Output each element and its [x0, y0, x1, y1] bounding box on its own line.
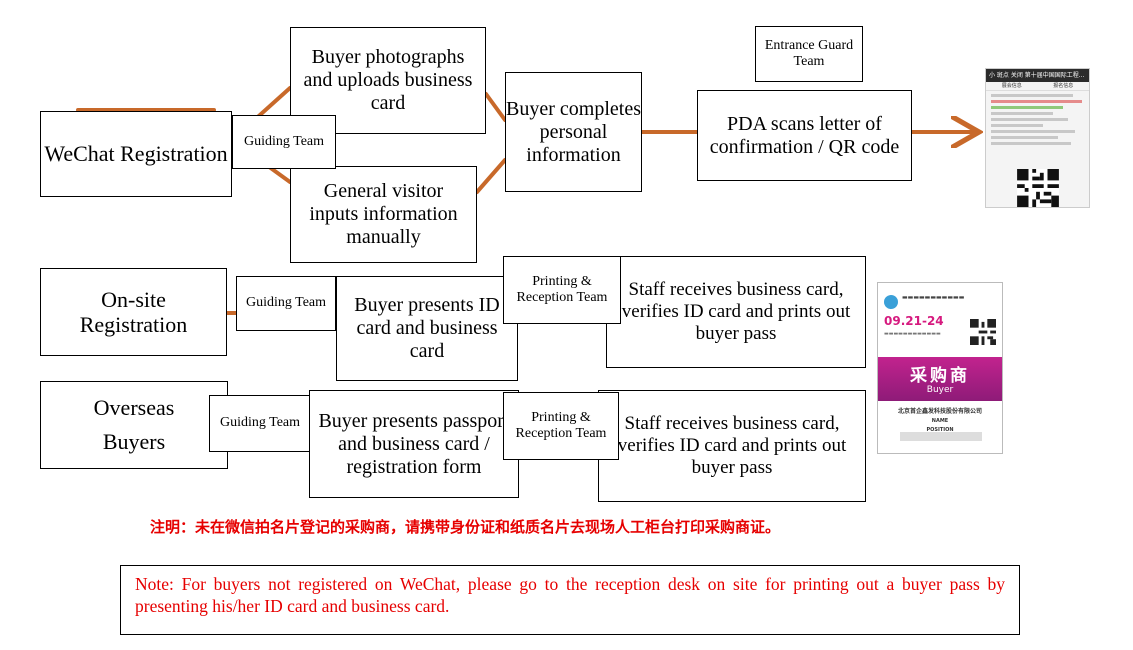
wechat-guiding-team-box: Guiding Team [232, 115, 336, 169]
expo-logo-icon [884, 295, 898, 309]
badge-footer-bar [900, 432, 982, 441]
wechat-registration-label: WeChat Registration [44, 141, 228, 167]
qr-code-icon [1017, 169, 1059, 207]
overseas-buyers-line1: Overseas [93, 394, 175, 420]
upload-business-card-label: Buyer photographs and uploads business c… [303, 46, 473, 114]
entrance-guard-team-box: Entrance Guard Team [755, 26, 863, 82]
english-note-text: Note: For buyers not registered on WeCha… [135, 574, 1005, 616]
overseas-staff-box: Staff receives business card, verifies I… [598, 390, 866, 502]
onsite-present-id-label: Buyer presents ID card and business card [354, 294, 500, 362]
badge-info: 北京首企鑫发科技股份有限公司 NAME POSITION [878, 401, 1002, 434]
onsite-printing-team-box: Printing & Reception Team [503, 256, 621, 324]
phone-tabs: 展会信息 报名信息 [986, 82, 1089, 91]
complete-info-box: Buyer completes personal information [505, 72, 642, 192]
arrow-upload-to-complete [484, 92, 507, 122]
onsite-printing-team-label: Printing & Reception Team [516, 273, 608, 305]
phone-top-bar: 小 斑点 关闭 第十届中国国际工程... [986, 69, 1089, 82]
onsite-registration-box: On-site Registration [40, 268, 227, 356]
badge-title-en: Buyer [926, 385, 954, 395]
english-note-box: Note: For buyers not registered on WeCha… [120, 565, 1020, 635]
onsite-guiding-team-label: Guiding Team [245, 295, 327, 311]
onsite-staff-box: Staff receives business card, verifies I… [606, 256, 866, 368]
onsite-registration-line2: Registration [79, 312, 188, 337]
overseas-present-passport-box: Buyer presents passport and business car… [309, 390, 519, 498]
badge-date: 09.21-24 [884, 314, 944, 328]
phone-tab-1: 展会信息 [1001, 83, 1022, 89]
onsite-present-id-box: Buyer presents ID card and business card [336, 276, 518, 381]
badge-title-cn: 采购商 [910, 366, 970, 386]
wechat-confirmation-screenshot: 小 斑点 关闭 第十届中国国际工程... 展会信息 报名信息 [985, 68, 1090, 208]
pda-scan-label: PDA scans letter of confirmation / QR co… [709, 112, 900, 158]
onsite-guiding-team-box: Guiding Team [236, 276, 336, 331]
overseas-staff-label: Staff receives business card, verifies I… [617, 413, 847, 478]
onsite-registration-line1: On-site [101, 286, 166, 312]
phone-tab-2: 报名信息 [1053, 83, 1074, 89]
overseas-printing-team-box: Printing & Reception Team [503, 392, 619, 460]
badge-buyer-band: 采购商 Buyer [878, 357, 1002, 401]
complete-info-label: Buyer completes personal information [506, 97, 641, 166]
wechat-guiding-team-label: Guiding Team [243, 133, 325, 149]
overseas-guiding-team-box: Guiding Team [209, 395, 311, 452]
overseas-present-passport-label: Buyer presents passport and business car… [318, 409, 510, 478]
wechat-registration-box: WeChat Registration [40, 111, 232, 197]
overseas-printing-team-label: Printing & Reception Team [515, 409, 607, 441]
arrow-manual-to-complete [475, 158, 507, 194]
onsite-staff-label: Staff receives business card, verifies I… [621, 279, 851, 344]
overseas-buyers-box: Overseas Buyers [40, 381, 228, 469]
badge-name-label: NAME [931, 418, 949, 425]
pda-scan-box: PDA scans letter of confirmation / QR co… [697, 90, 912, 181]
buyer-pass-badge-image: ▬▬▬▬▬▬▬▬▬▬▬ 09.21-24 ▬▬▬▬▬▬▬▬▬▬▬▬ 采购商 Bu… [877, 282, 1003, 454]
badge-company: 北京首企鑫发科技股份有限公司 [897, 408, 982, 415]
manual-input-label: General visitor inputs information manua… [309, 180, 458, 248]
overseas-buyers-line2: Buyers [102, 429, 166, 454]
badge-qr-code-icon [970, 319, 996, 345]
overseas-guiding-team-label: Guiding Team [219, 415, 301, 431]
manual-input-box: General visitor inputs information manua… [290, 166, 477, 263]
entrance-guard-team-label: Entrance Guard Team [764, 37, 854, 69]
chinese-note: 注明：未在微信拍名片登记的采购商，请携带身份证和纸质名片去现场人工柜台打印采购商… [150, 518, 781, 536]
badge-position-label: POSITION [926, 426, 954, 433]
